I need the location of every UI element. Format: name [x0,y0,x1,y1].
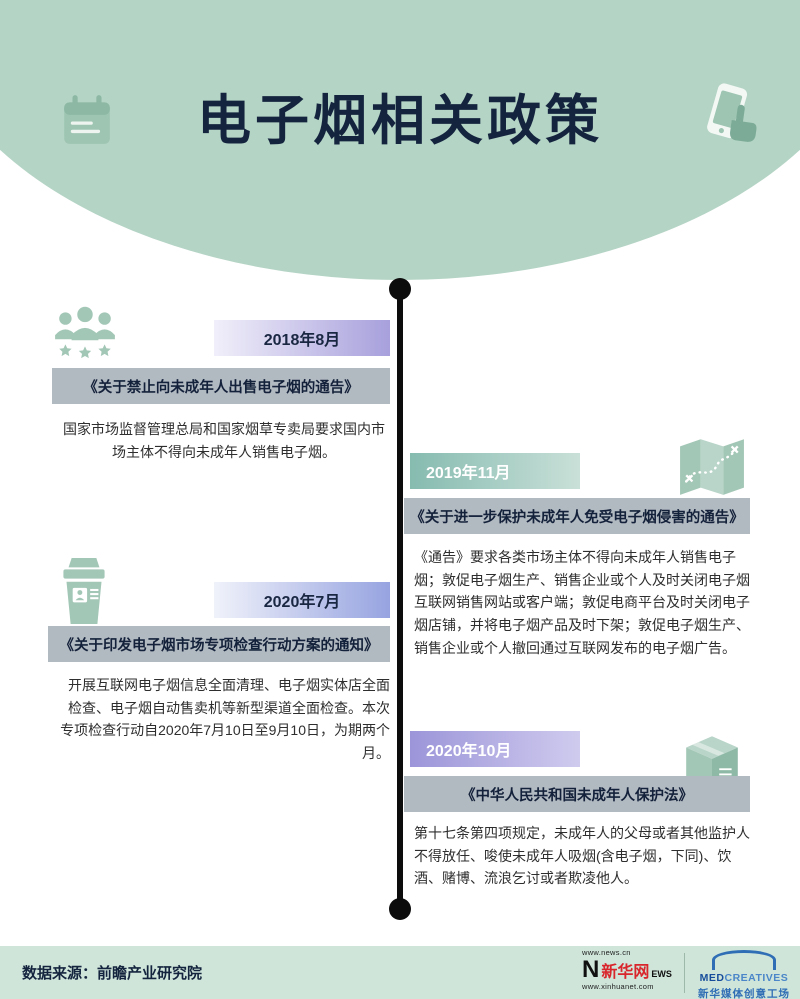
policy-title-bar-2020-10: 《中华人民共和国未成年人保护法》 [404,776,750,812]
xinhua-url-top: www.news.cn [582,948,631,957]
map-icon [678,436,746,501]
date-badge-2018-08: 2018年8月 [214,320,390,356]
footer: 数据来源：前瞻产业研究院 www.news.cn N 新华网 EWS www.x… [0,946,800,999]
policy-title: 《中华人民共和国未成年人保护法》 [461,787,693,804]
medcreatives-arch-icon [712,950,776,970]
policy-body-2020-07: 开展互联网电子烟信息全面清理、电子烟实体店全面检查、电子烟自动售卖机等新型渠道全… [60,677,390,762]
page-title: 电子烟相关政策 [197,91,603,151]
policy-title-bar-2019-11: 《关于进一步保护未成年人免受电子烟侵害的通告》 [404,498,750,534]
cup-icon [55,556,113,631]
policy-title: 《关于进一步保护未成年人免受电子烟侵害的通告》 [410,509,744,526]
timeline-line [397,289,403,909]
policy-title-bar-2020-07: 《关于印发电子烟市场专项检查行动方案的通知》 [48,626,390,662]
xinhua-url-bottom: www.xinhuanet.com [582,982,654,992]
timeline-end-dot [389,898,411,920]
date-label: 2020年10月 [426,743,512,760]
footer-logo-divider [684,953,685,993]
policy-body-2019-11: 《通告》要求各类市场主体不得向未成年人销售电子烟；敦促电子烟生产、销售企业或个人… [414,549,750,656]
policy-title: 《关于印发电子烟市场专项检查行动方案的通知》 [59,637,379,654]
timeline-start-dot [389,278,411,300]
people-icon [52,303,118,368]
date-badge-2020-10: 2020年10月 [410,731,580,767]
med-subtitle: 新华媒体创意工场 [698,988,790,999]
date-badge-2020-07: 2020年7月 [214,582,390,618]
policy-title-bar-2018-08: 《关于禁止向未成年人出售电子烟的通告》 [52,368,390,404]
med-name-rest: CREATIVES [724,972,789,984]
xinhuanet-logo: www.news.cn N 新华网 EWS www.xinhuanet.com [582,948,678,992]
xinhua-name: 新华网 [601,964,650,982]
date-label: 2020年7月 [263,594,341,611]
phone-tap-icon [694,80,760,157]
calendar-icon [60,92,114,153]
policy-title: 《关于禁止向未成年人出售电子烟的通告》 [83,379,359,396]
med-name-bold: MED [699,972,725,984]
date-label: 2019年11月 [426,465,511,482]
data-source-label: 数据来源：前瞻产业研究院 [22,965,203,982]
policy-body-2020-10: 第十七条第四项规定，未成年人的父母或者其他监护人不得放任、唆使未成年人吸烟(含电… [414,825,750,887]
date-label: 2018年8月 [263,332,341,349]
date-badge-2019-11: 2019年11月 [410,453,580,489]
xinhua-n-letter: N [582,956,600,984]
xinhua-news-text: EWS [651,969,672,980]
policy-body-2018-08: 国家市场监督管理总局和国家烟草专卖局要求国内市场主体不得向未成年人销售电子烟。 [63,421,385,460]
medcreatives-logo: MEDCREATIVES 新华媒体创意工场 [694,950,794,999]
